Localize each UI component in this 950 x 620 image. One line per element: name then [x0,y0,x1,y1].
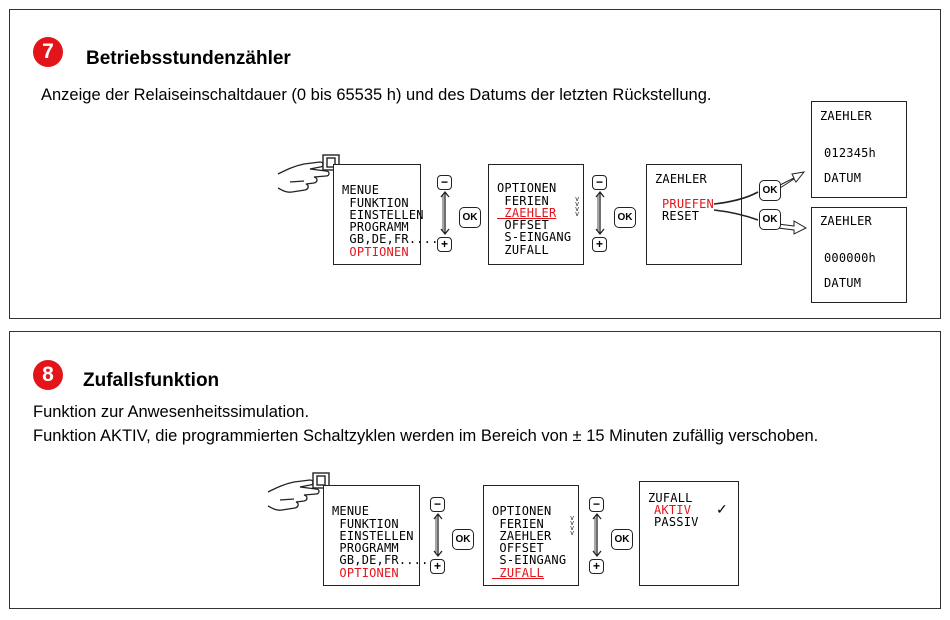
ok-button[interactable]: OK [611,529,633,550]
section-8-title: Zufallsfunktion [83,370,219,392]
updown-arrow-icon [590,512,604,558]
menu-screen: MENUE FUNKTION EINSTELLEN PROGRAMM GB,DE… [333,164,421,265]
plus-button[interactable]: + [592,237,607,252]
minus-button[interactable]: − [589,497,604,512]
options-line: ZUFALL [497,243,549,257]
minus-button[interactable]: − [437,175,452,190]
plus-button[interactable]: + [430,559,445,574]
minus-button[interactable]: − [592,175,607,190]
options-screen: OPTIONEN FERIEN ZAEHLER OFFSET S-EINGANG… [483,485,579,586]
random-screen: ZUFALL AKTIV PASSIV ✓ [639,481,739,586]
result-title: ZAEHLER [820,110,872,122]
options-screen: OPTIONEN FERIEN ZAEHLER OFFSET S-EINGANG… [488,164,584,265]
menu-line-selected: OPTIONEN [342,245,409,259]
menu-line-selected: OPTIONEN [332,566,399,580]
updown-arrow-icon [593,190,607,236]
ok-button[interactable]: OK [759,180,781,201]
result-date-label: DATUM [824,172,861,184]
updown-arrow-icon [431,512,445,558]
ok-button[interactable]: OK [759,209,781,230]
counter-title: ZAEHLER [655,173,707,185]
result-hours-value: 012345h [824,147,876,159]
updown-arrow-icon [438,190,452,236]
section-8-number-badge: 8 [33,360,63,390]
result-hours-value: 000000h [824,252,876,264]
check-mark-icon: ✓ [716,501,728,518]
ok-button[interactable]: OK [614,207,636,228]
counter-reset-result-screen: ZAEHLER 000000h DATUM [811,207,907,303]
minus-button[interactable]: − [430,497,445,512]
ok-button[interactable]: OK [452,529,474,550]
counter-reset-option: RESET [662,210,699,222]
result-title: ZAEHLER [820,215,872,227]
ok-button[interactable]: OK [459,207,481,228]
section-8-description-line1: Funktion zur Anwesenheitssimulation. [33,403,309,422]
menu-screen: MENUE FUNKTION EINSTELLEN PROGRAMM GB,DE… [323,485,420,586]
section-7-title: Betriebsstundenzähler [86,48,291,70]
plus-button[interactable]: + [589,559,604,574]
result-date-label: DATUM [824,277,861,289]
random-passive-option: PASSIV [654,516,699,528]
section-8-description-line2: Funktion AKTIV, die programmierten Schal… [33,427,818,446]
section-7-description: Anzeige der Relaiseinschaltdauer (0 bis … [41,86,711,105]
counter-check-result-screen: ZAEHLER 012345h DATUM [811,101,907,198]
section-7-number-badge: 7 [33,37,63,67]
plus-button[interactable]: + [437,237,452,252]
options-line-selected: ZUFALL [492,566,544,580]
